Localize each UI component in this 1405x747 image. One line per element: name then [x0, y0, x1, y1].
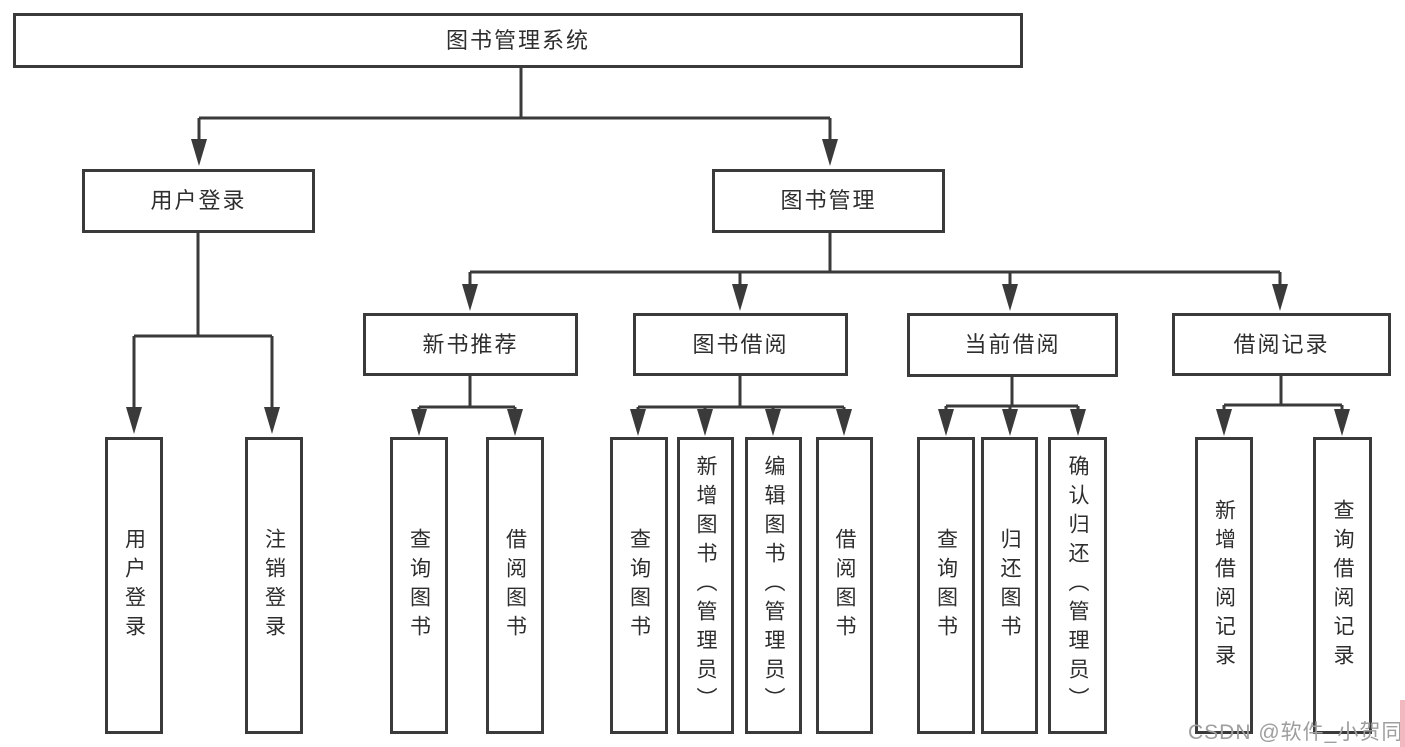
- leaf-query-borrow-record: 查询借阅记录: [1313, 437, 1372, 734]
- node-label: 查询图书: [934, 527, 958, 644]
- leaf-user-login: 用户登录: [105, 437, 163, 734]
- node-library-management-system: 图书管理系统: [13, 13, 1023, 68]
- leaf-add-borrow-record: 新增借阅记录: [1195, 437, 1253, 734]
- watermark: CSDN @软件_小贺同学: [1188, 721, 1405, 744]
- node-label: 新增图书（管理员）: [694, 455, 717, 716]
- node-label: 用户登录: [150, 188, 247, 213]
- leaf-query-books: 查询图书: [610, 437, 668, 734]
- node-label: 用户登录: [122, 527, 146, 644]
- node-label: 当前借阅: [964, 332, 1061, 357]
- leaf-borrow-books: 借阅图书: [486, 437, 544, 734]
- node-user-login: 用户登录: [82, 169, 315, 233]
- node-label: 借阅图书: [833, 527, 856, 644]
- leaf-edit-books-admin: 编辑图书（管理员）: [745, 437, 802, 734]
- leaf-return-books: 归还图书: [981, 437, 1038, 734]
- node-new-book-recommendation: 新书推荐: [363, 313, 578, 376]
- arrowheads: [126, 139, 1350, 436]
- leaf-query-books: 查询图书: [917, 437, 975, 734]
- node-label: 查询图书: [407, 527, 431, 644]
- leaf-confirm-return-admin: 确认归还（管理员）: [1048, 437, 1107, 734]
- node-label: 图书管理: [780, 188, 877, 213]
- node-label: 图书管理系统: [445, 27, 590, 53]
- node-label: 归还图书: [998, 527, 1021, 644]
- node-label: 查询借阅记录: [1331, 498, 1354, 673]
- node-label: 借阅图书: [503, 527, 527, 644]
- node-label: 确认归还（管理员）: [1066, 455, 1089, 716]
- node-book-borrowing: 图书借阅: [633, 313, 848, 376]
- leaf-add-books-admin: 新增图书（管理员）: [677, 437, 734, 734]
- node-current-borrowing: 当前借阅: [907, 313, 1118, 377]
- node-label: 图书借阅: [692, 331, 789, 357]
- connector-strokes: [132, 67, 1344, 411]
- node-book-management: 图书管理: [712, 169, 945, 233]
- node-label: 新增借阅记录: [1212, 498, 1236, 673]
- watermark-edge-strip: [1400, 700, 1405, 747]
- node-label: 编辑图书（管理员）: [762, 455, 785, 716]
- node-borrowing-records: 借阅记录: [1172, 313, 1391, 376]
- node-label: 注销登录: [262, 527, 286, 644]
- node-label: 新书推荐: [422, 331, 519, 357]
- leaf-borrow-books: 借阅图书: [816, 437, 873, 734]
- node-label: 借阅记录: [1233, 331, 1330, 357]
- leaf-logout: 注销登录: [245, 437, 303, 734]
- leaf-query-books: 查询图书: [390, 437, 448, 734]
- node-label: 查询图书: [627, 527, 651, 644]
